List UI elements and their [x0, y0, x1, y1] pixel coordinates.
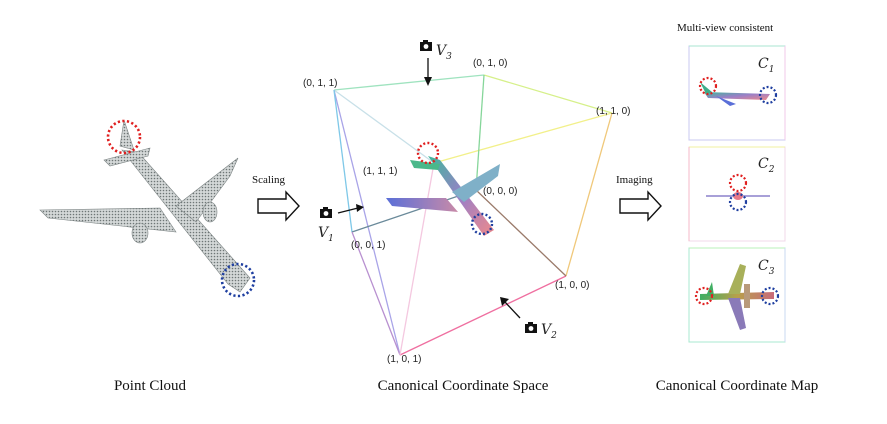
arrow-icon: [337, 207, 359, 214]
corner-label-101: (1, 0, 1): [387, 354, 421, 365]
corner-label-100: (1, 0, 0): [555, 280, 589, 291]
multiview-label: Multi-view consistent: [677, 22, 773, 34]
corner-label-000: (0, 0, 0): [483, 186, 517, 197]
map-c1: C1: [688, 45, 786, 141]
corner-label-110: (1, 1, 0): [596, 106, 630, 117]
caption-coordinate-space: Canonical Coordinate Space: [378, 378, 549, 394]
camera-icon: [420, 40, 432, 51]
corner-label-011: (0, 1, 1): [303, 78, 337, 89]
canonical-cube: [333, 74, 613, 356]
svg-text:C3: C3: [758, 258, 775, 277]
point-cloud-airplane: [39, 119, 256, 298]
scaling-label: Scaling: [252, 174, 285, 186]
svg-text:C2: C2: [758, 156, 775, 175]
map-c3: C3: [688, 247, 786, 343]
red-marker-circle: [106, 119, 142, 155]
svg-text:C1: C1: [758, 56, 774, 75]
caption-point-cloud: Point Cloud: [114, 378, 187, 394]
camera-icon: [525, 322, 537, 333]
arrow-icon: [504, 301, 521, 319]
map-c2: C2: [688, 146, 786, 242]
caption-coordinate-map: Canonical Coordinate Map: [656, 378, 818, 394]
viewpoint-v2-label: V2: [541, 322, 557, 341]
viewpoint-v3-label: V3: [436, 43, 452, 62]
corner-label-010: (0, 1, 0): [473, 58, 507, 69]
blue-marker-circle: [220, 262, 256, 298]
viewpoint-v1-label: V1: [318, 225, 334, 244]
scaling-arrow-icon: [257, 190, 300, 222]
imaging-label: Imaging: [616, 174, 653, 186]
imaging-arrow-icon: [619, 190, 662, 222]
camera-icon: [320, 207, 332, 218]
corner-label-001: (0, 0, 1): [351, 240, 385, 251]
canonical-airplane: [386, 141, 500, 236]
corner-label-111: (1, 1, 1): [363, 166, 397, 177]
